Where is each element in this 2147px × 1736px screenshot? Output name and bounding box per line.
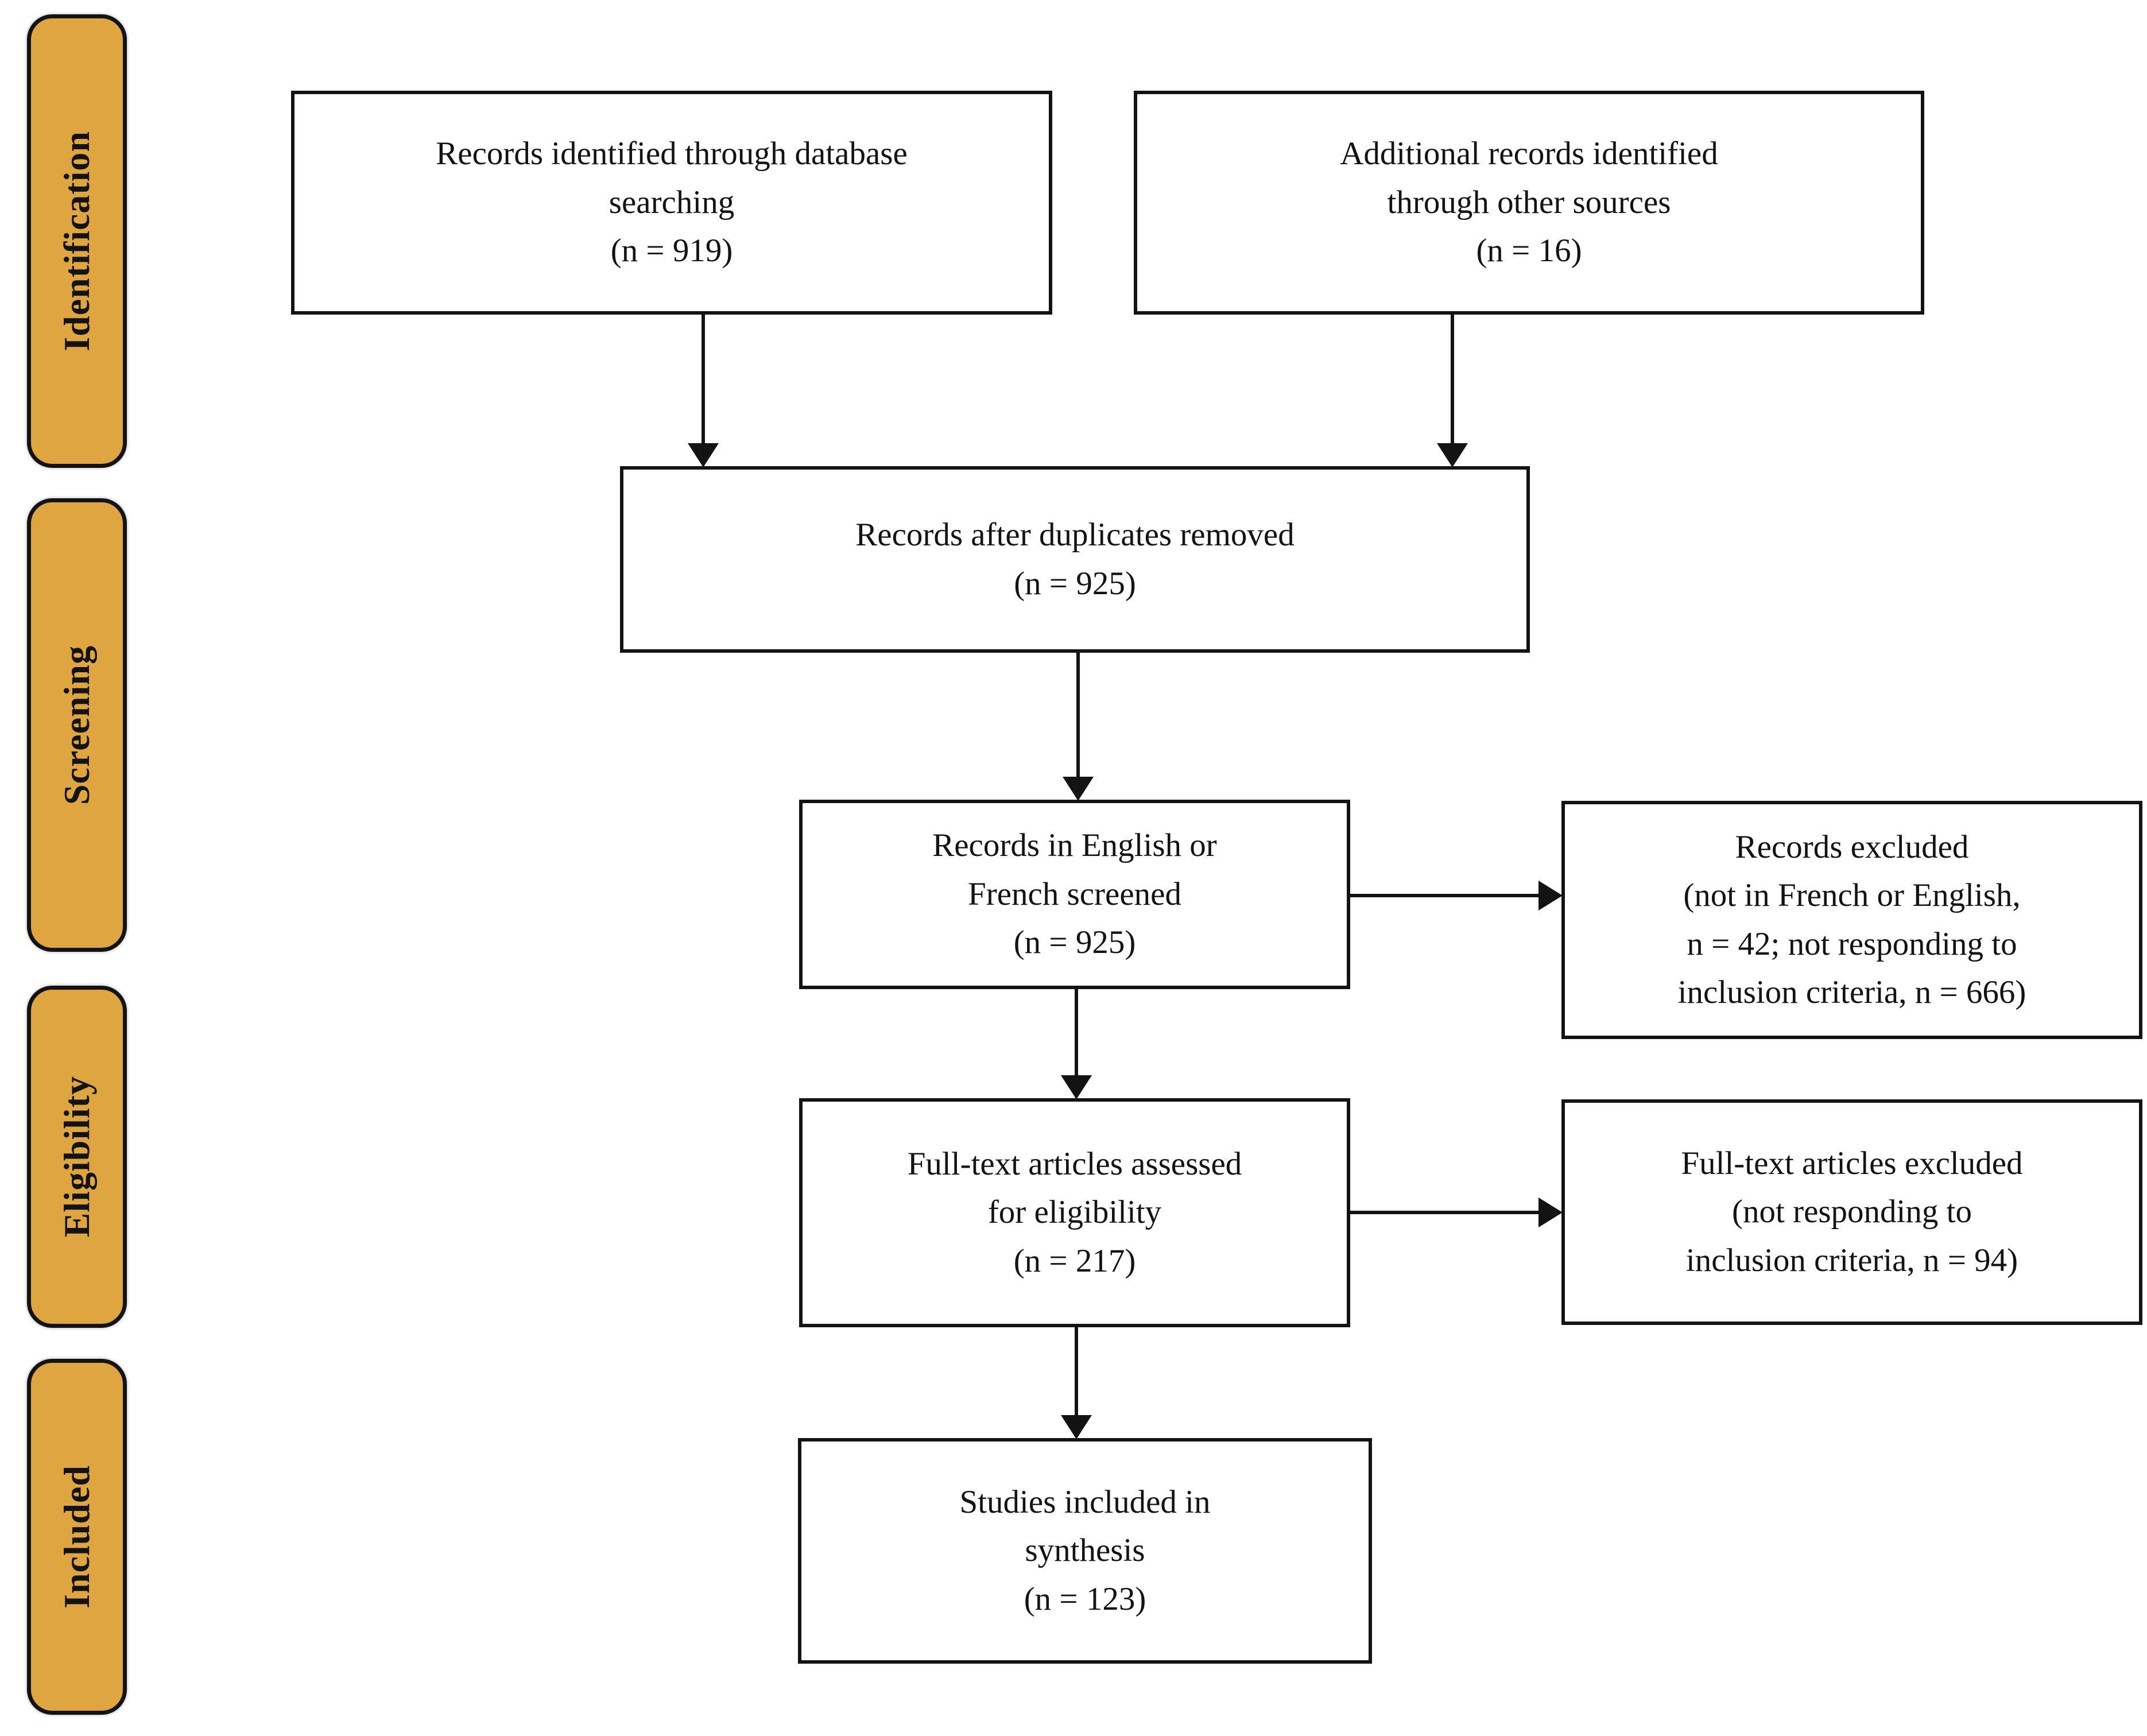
box-records-excluded: Records excluded (not in French or Engli…	[1561, 801, 2142, 1039]
box-additional-records-other-sources: Additional records identified through ot…	[1134, 91, 1924, 315]
box-text-line: for eligibility	[987, 1194, 1162, 1231]
box-fulltext-excluded: Full-text articles excluded (not respond…	[1561, 1099, 2142, 1325]
box-count-line: inclusion criteria, n = 666)	[1677, 974, 2026, 1010]
arrow-dbsearch-to-duplicates-head-icon	[688, 443, 719, 467]
box-text-line: French screened	[968, 875, 1181, 912]
box-count-line: (n = 925)	[1013, 924, 1136, 961]
stage-screening-label: Screening	[56, 645, 97, 805]
box-text-line: synthesis	[1025, 1532, 1145, 1569]
box-studies-included-synthesis: Studies included in synthesis (n = 123)	[798, 1438, 1372, 1664]
stage-screening: Screening	[27, 498, 127, 952]
box-fulltext-assessed: Full-text articles assessed for eligibil…	[799, 1098, 1350, 1327]
stage-included: Included	[27, 1359, 127, 1715]
box-count-line: (n = 925)	[1014, 565, 1136, 602]
box-count-line: inclusion criteria, n = 94)	[1685, 1242, 2018, 1278]
box-text-line: (not responding to	[1732, 1194, 1972, 1230]
box-text-line: n = 42; not responding to	[1687, 925, 2017, 962]
box-text-line: Full-text articles assessed	[907, 1145, 1242, 1182]
box-text-line: Full-text articles excluded	[1681, 1145, 2023, 1181]
stage-included-label: Included	[56, 1465, 97, 1609]
box-text-line: Records identified through database	[436, 135, 908, 172]
box-records-identified-database: Records identified through database sear…	[291, 91, 1052, 315]
box-text-line: Additional records identified	[1340, 135, 1718, 172]
box-count-line: (n = 217)	[1013, 1242, 1136, 1279]
stage-eligibility-label: Eligibility	[56, 1076, 97, 1238]
box-text-line: searching	[609, 184, 735, 220]
arrow-duplicates-to-screened-head-icon	[1063, 777, 1094, 801]
arrow-screened-to-excluded-head-icon	[1538, 881, 1563, 910]
arrow-screened-to-fulltext-head-icon	[1061, 1075, 1092, 1099]
box-text-line: through other sources	[1387, 184, 1671, 220]
arrow-duplicates-to-screened-line	[1076, 652, 1080, 777]
stage-eligibility: Eligibility	[27, 986, 127, 1328]
arrow-othersources-to-duplicates-head-icon	[1437, 443, 1468, 467]
box-count-line: (n = 919)	[610, 232, 733, 269]
box-text-line: Records after duplicates removed	[855, 517, 1295, 553]
arrow-screened-to-excluded-line	[1349, 894, 1538, 897]
box-records-screened: Records in English or French screened (n…	[799, 800, 1350, 989]
box-text-line: Studies included in	[959, 1483, 1211, 1520]
stage-identification: Identification	[27, 14, 127, 468]
box-text-line: Records in English or	[932, 827, 1217, 864]
arrow-fulltext-to-ftexcluded-head-icon	[1538, 1198, 1563, 1227]
box-count-line: (n = 123)	[1024, 1580, 1146, 1617]
arrow-othersources-to-duplicates-line	[1451, 313, 1454, 443]
arrow-fulltext-to-included-line	[1075, 1326, 1078, 1415]
box-text-line: Records excluded	[1735, 828, 1969, 865]
box-count-line: (n = 16)	[1476, 232, 1582, 269]
box-records-after-duplicates-removed: Records after duplicates removed (n = 92…	[620, 466, 1530, 653]
arrow-screened-to-fulltext-line	[1075, 988, 1078, 1075]
arrow-fulltext-to-included-head-icon	[1061, 1415, 1092, 1439]
box-text-line: (not in French or English,	[1683, 877, 2021, 914]
arrow-fulltext-to-ftexcluded-line	[1349, 1211, 1538, 1214]
stage-identification-label: Identification	[56, 131, 97, 351]
arrow-dbsearch-to-duplicates-line	[702, 313, 705, 443]
